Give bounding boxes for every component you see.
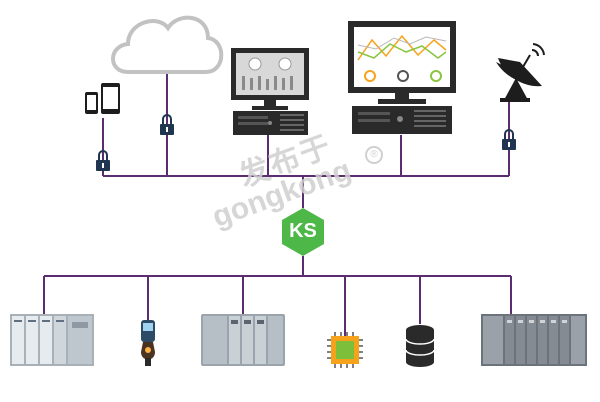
server-rack-icon [481,314,587,366]
lock-icon [96,150,110,171]
microchip-icon [327,332,363,368]
connection-lines [43,72,512,336]
satellite-dish-icon [496,43,545,102]
hmi-computer-icon [231,48,309,135]
database-icon [405,325,435,367]
io-rack-icon [201,314,285,366]
ks-hub-hexagon [282,208,324,256]
dashboard-computer-icon [348,21,456,134]
cloud-icon [111,15,224,74]
plc-rack-icon [10,314,94,366]
handheld-scanner-icon [141,320,155,366]
watermark-registered-mark: ® [365,146,383,164]
hub-label: KS [289,220,317,242]
lock-icon [160,114,174,135]
mobile-phones-icon [85,83,120,114]
lock-icon [502,129,516,150]
